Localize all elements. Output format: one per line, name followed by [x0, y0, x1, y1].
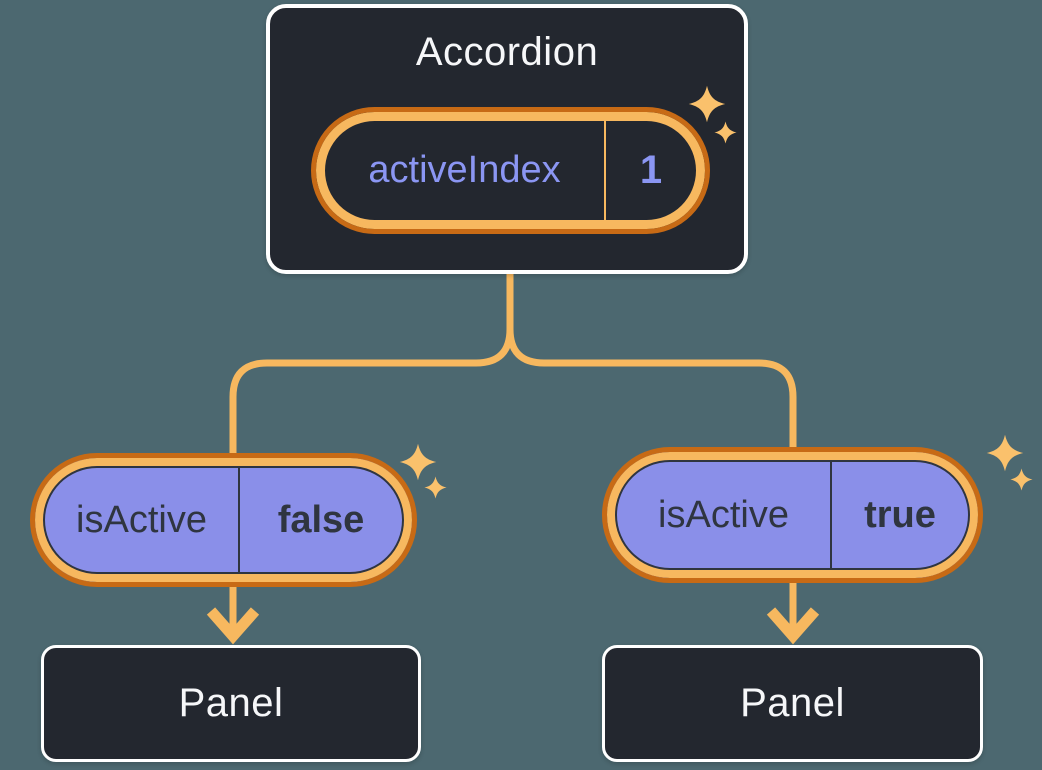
prop-value: false [277, 498, 365, 541]
prop-pill-right-inner: isActive true [617, 462, 968, 568]
prop-pill-left: isActive false [30, 453, 417, 587]
connector-left-branch [229, 272, 514, 458]
state-pill-divider [604, 121, 606, 220]
prop-value: true [864, 493, 936, 536]
state-pill: activeIndex 1 [311, 107, 710, 234]
accordion-component-box: Accordion activeIndex 1 [266, 4, 748, 274]
connector-right-branch [506, 272, 797, 452]
state-name-label: activeIndex [368, 149, 561, 191]
prop-name-label: isActive [658, 493, 789, 536]
prop-name-label: isActive [76, 498, 207, 541]
arrow-head-left-icon [206, 607, 260, 645]
sparkle-icon [399, 443, 437, 481]
sparkle-icon [986, 434, 1024, 472]
sparkle-icon [424, 476, 447, 499]
sparkle-icon [1010, 468, 1033, 491]
accordion-title: Accordion [415, 30, 599, 74]
panel-title: Panel [178, 681, 284, 725]
panel-title: Panel [740, 681, 845, 725]
sparkle-icon [688, 85, 726, 123]
panel-component-box-right: Panel [602, 645, 983, 762]
state-value: 1 [639, 148, 663, 192]
state-pill-inner: activeIndex 1 [325, 121, 696, 220]
prop-pill-right: isActive true [602, 447, 983, 583]
prop-pill-left-inner: isActive false [45, 468, 402, 572]
sparkle-icon [714, 121, 737, 144]
prop-pill-divider [238, 468, 240, 572]
prop-pill-divider [830, 462, 832, 568]
arrow-head-right-icon [766, 607, 820, 645]
panel-component-box-left: Panel [41, 645, 421, 762]
